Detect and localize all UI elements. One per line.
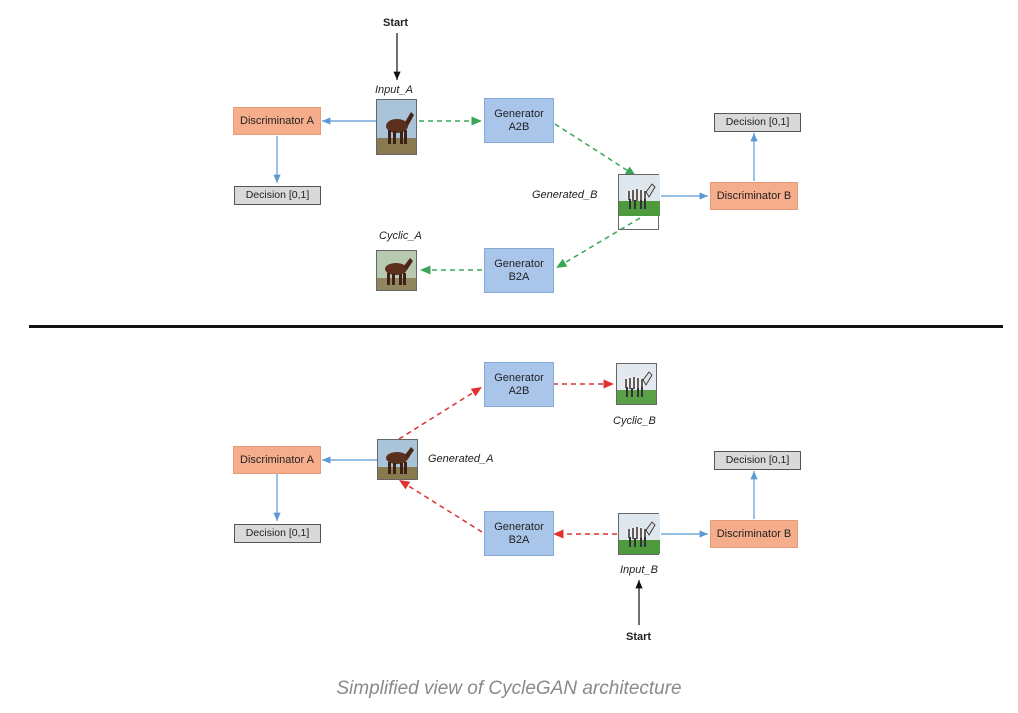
discriminator-b-top: Discriminator B	[710, 182, 798, 210]
generator-a2b-top-line2: A2B	[508, 120, 530, 133]
zebra-image-cyclic-b	[616, 363, 657, 405]
generator-a2b-top: Generator A2B	[484, 98, 554, 143]
discriminator-a-bottom: Discriminator A	[233, 446, 321, 474]
horse-image-generated-a	[377, 439, 418, 480]
decision-a-top: Decision [0,1]	[234, 186, 321, 205]
zebra-image-generated-b	[618, 174, 660, 230]
horse-icon	[377, 100, 416, 154]
start-label-bottom: Start	[626, 631, 652, 643]
arrow-generated-b-to-gen-b2a	[555, 217, 641, 269]
decision-b-top: Decision [0,1]	[714, 113, 801, 132]
cyclic-a-label: Cyclic_A	[379, 230, 422, 242]
horse-image-input-a	[376, 99, 417, 155]
input-b-label: Input_B	[620, 564, 658, 576]
generator-b2a-top: Generator B2A	[484, 248, 554, 293]
horse-icon	[377, 251, 416, 290]
arrow-gen-b2a-to-generated-a	[398, 479, 483, 533]
zebra-icon	[619, 175, 660, 216]
horse-image-cyclic-a	[376, 250, 417, 291]
zebra-icon	[619, 514, 660, 554]
decision-b-bottom: Decision [0,1]	[714, 451, 801, 470]
zebra-image-input-b	[618, 513, 660, 555]
generator-b2a-bottom-line2: B2A	[508, 533, 530, 546]
generated-a-label: Generated_A	[428, 453, 494, 465]
generator-a2b-top-line1: Generator	[494, 107, 544, 120]
horse-icon	[378, 440, 417, 479]
start-label-top: Start	[383, 17, 409, 29]
section-divider	[29, 325, 1003, 328]
input-a-label: Input_A	[375, 84, 413, 96]
generator-b2a-bottom: Generator B2A	[484, 511, 554, 556]
arrow-gen-a2b-to-generated-b	[554, 123, 637, 177]
zebra-icon	[617, 364, 656, 404]
generator-b2a-top-line1: Generator	[494, 257, 544, 270]
cyclic-b-label: Cyclic_B	[613, 415, 656, 427]
discriminator-b-bottom: Discriminator B	[710, 520, 798, 548]
generator-b2a-top-line2: B2A	[508, 270, 530, 283]
decision-a-bottom: Decision [0,1]	[234, 524, 321, 543]
discriminator-a-top: Discriminator A	[233, 107, 321, 135]
generator-a2b-bottom-line1: Generator	[494, 371, 544, 384]
figure-caption: Simplified view of CycleGAN architecture	[336, 678, 682, 699]
generator-a2b-bottom-line2: A2B	[508, 384, 530, 397]
generated-b-label: Generated_B	[532, 189, 598, 201]
generator-a2b-bottom: Generator A2B	[484, 362, 554, 407]
arrow-generated-a-to-gen-a2b	[398, 386, 483, 440]
generator-b2a-bottom-line1: Generator	[494, 520, 544, 533]
